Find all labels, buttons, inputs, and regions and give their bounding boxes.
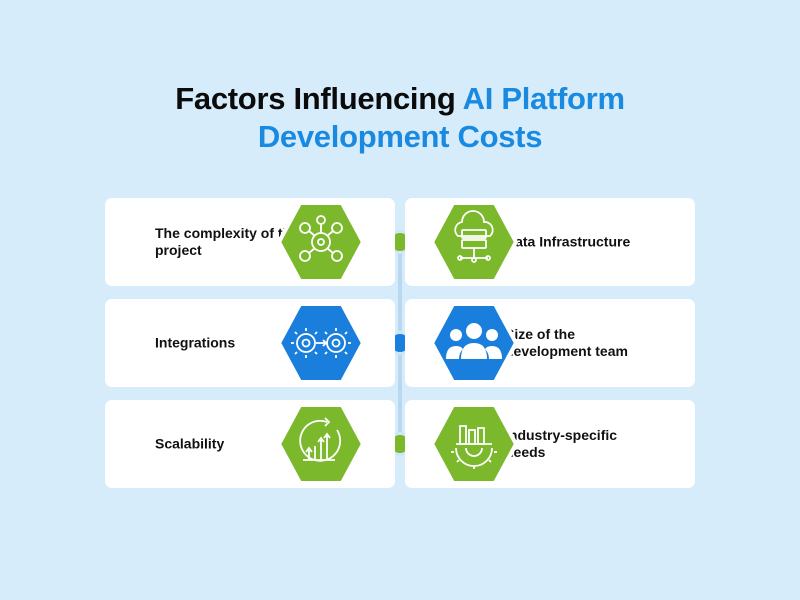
gears-network-icon: [275, 200, 367, 284]
factor-label: Scalability: [155, 435, 225, 452]
title-line-1: Factors Influencing AI Platform: [0, 80, 800, 118]
page-title: Factors Influencing AI Platform Developm…: [0, 80, 800, 156]
factor-label: The complexity of the project: [155, 225, 299, 258]
factor-label: Size of the development team: [505, 326, 628, 359]
factor-label: Industry-specific needs: [505, 427, 618, 460]
industry-gear-icon: [428, 402, 520, 486]
cloud-server-icon: [428, 200, 520, 284]
growth-chart-icon: [275, 402, 367, 486]
title-line-2: Development Costs: [257, 119, 543, 154]
title-accent: AI Platform: [462, 81, 625, 116]
gears-exchange-icon: [275, 301, 367, 385]
team-icon: [428, 301, 520, 385]
factor-label: Integrations: [155, 334, 236, 351]
title-plain: Factors Influencing: [175, 81, 463, 116]
factor-label: Data Infrastructure: [505, 233, 631, 250]
